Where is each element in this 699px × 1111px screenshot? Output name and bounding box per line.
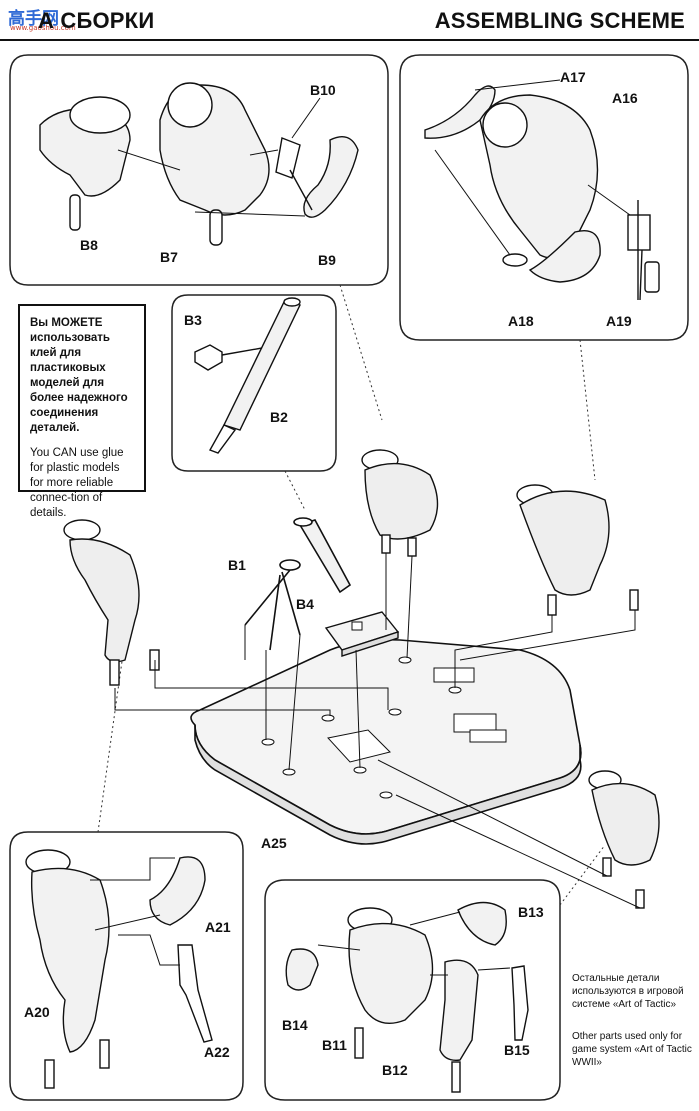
figure-a16-assembled [516, 484, 639, 616]
glue-note-russian: Вы МОЖЕТЕ использовать клей для пластико… [30, 317, 128, 434]
soldier-a16-parts [424, 85, 660, 301]
label-a19: A19 [606, 313, 632, 329]
part-b10 [275, 137, 301, 179]
assembly-lines [114, 553, 641, 909]
connector-lines-a20 [90, 857, 180, 966]
part-b14 [285, 948, 319, 991]
label-b4: B4 [296, 596, 314, 612]
label-a22: A22 [204, 1044, 230, 1060]
base-side [194, 724, 582, 845]
part-a19 [627, 214, 651, 251]
side-note-english: Other parts used only for game system «A… [572, 1031, 692, 1068]
label-a25: A25 [261, 835, 287, 851]
part-a20 [31, 867, 110, 1053]
part-b11 [348, 922, 434, 1024]
title-english: ASSEMBLING SCHEME [434, 8, 685, 33]
connector-lines-b11 [317, 911, 511, 976]
glue-note-box: Вы МОЖЕТЕ использовать клей для пластико… [18, 304, 146, 519]
glue-note-english: You CAN use glue for plastic models for … [30, 447, 124, 519]
label-a21: A21 [205, 919, 231, 935]
part-b12 [439, 959, 479, 1061]
label-b2: B2 [270, 409, 288, 425]
callout-b2-group [171, 294, 337, 472]
label-b10: B10 [310, 82, 336, 98]
part-b1 [244, 517, 352, 651]
figure-b7-assembled [361, 449, 439, 557]
logo-text: 高手网 [8, 9, 59, 29]
connector-lines-b7 [117, 97, 321, 217]
callout-a16-group [399, 54, 689, 341]
callout-b11-group [264, 879, 561, 1101]
label-b3: B3 [184, 312, 202, 328]
part-a21 [149, 856, 206, 926]
label-a17: A17 [560, 69, 586, 85]
label-b8: B8 [80, 237, 98, 253]
part-b13 [457, 901, 507, 946]
label-b9: B9 [318, 252, 336, 268]
soldier-b11-parts [285, 901, 529, 1093]
part-b2 [223, 299, 301, 431]
figure-b11-assembled [588, 770, 660, 909]
part-b3 [194, 344, 223, 371]
part-a18 [528, 230, 601, 283]
label-b11: B11 [322, 1037, 347, 1053]
label-b15: B15 [504, 1042, 530, 1058]
label-a16: A16 [612, 90, 638, 106]
mortar-b2-parts [194, 297, 301, 454]
title-russian: А СБОРКИ [38, 8, 155, 33]
part-b9 [303, 136, 359, 218]
label-b14: B14 [282, 1017, 308, 1033]
callout-b7-group [9, 54, 389, 286]
part-a17 [424, 85, 496, 139]
soldier-a20-parts [25, 849, 213, 1089]
label-b1: B1 [228, 557, 246, 573]
label-a18: A18 [508, 313, 534, 329]
callout-a20-group [9, 831, 244, 1101]
connector-lines-a16 [434, 79, 631, 256]
label-b13: B13 [518, 904, 544, 920]
part-a22 [177, 944, 213, 1043]
side-note-russian: Остальные детали используются в игровой … [572, 973, 684, 1010]
label-b7: B7 [160, 249, 178, 265]
base-a25 [190, 638, 582, 845]
figure-a20-assembled [63, 519, 160, 686]
logo-url: www.gaoshou.com [10, 24, 76, 32]
label-b12: B12 [382, 1062, 408, 1078]
part-b15 [511, 965, 529, 1041]
label-a20: A20 [24, 1004, 50, 1020]
soldier-b7-parts [39, 82, 359, 246]
callout-leaders [97, 284, 606, 906]
base-top [190, 638, 582, 835]
site-logo: 高手网 www.gaoshou.com [6, 4, 76, 34]
